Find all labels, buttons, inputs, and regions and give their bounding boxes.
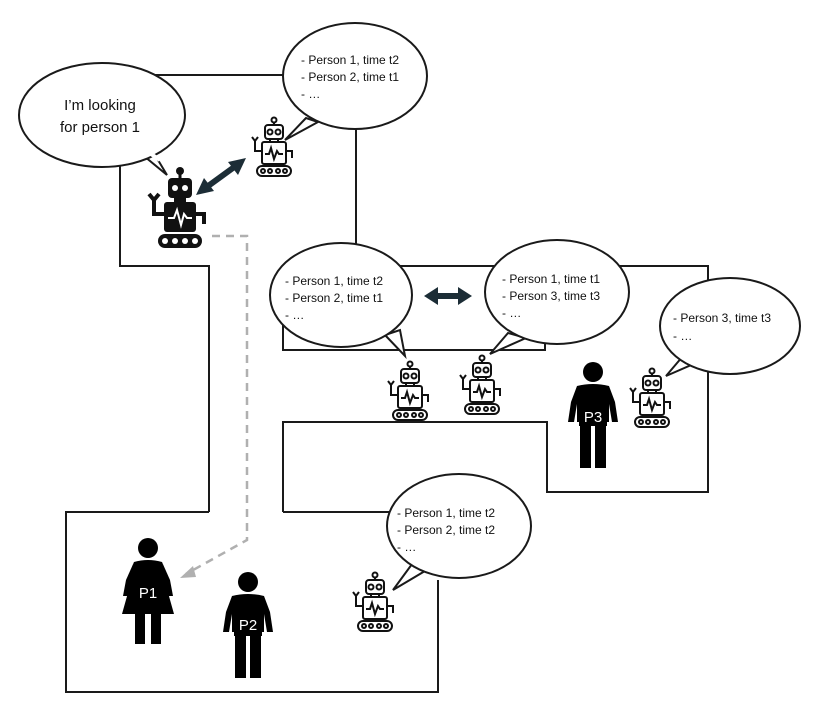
memory-entry: - Person 2, time t1 <box>301 70 399 84</box>
robot-outline-icon <box>459 354 501 415</box>
memory-entry: - Person 3, time t3 <box>502 289 600 303</box>
person-p1: P1 <box>122 538 174 644</box>
person-p2: P2 <box>223 572 273 678</box>
double-arrow-icon <box>424 287 472 305</box>
person-p3: P3 <box>568 362 618 468</box>
robot-icon <box>147 165 206 250</box>
person-label: P2 <box>239 617 257 634</box>
dashed-arrow-icon <box>180 234 249 578</box>
memory-entry: - Person 1, time t2 <box>301 53 399 67</box>
robot-outline-icon <box>352 571 394 632</box>
memory-bubble-right-robot: - Person 3, time t3 - … <box>659 277 801 377</box>
person-label: P3 <box>584 409 602 426</box>
memory-entry: - … <box>301 87 320 101</box>
query-speech-bubble: I’m looking for person 1 <box>18 62 186 176</box>
memory-bubble-bottom-robot: - Person 1, time t2 - Person 2, time t2 … <box>386 473 532 591</box>
double-arrow-icon <box>196 158 246 195</box>
memory-entry: - Person 3, time t3 <box>673 311 771 325</box>
memory-bubble-top-robot: - Person 1, time t2 - Person 2, time t1 … <box>282 22 428 141</box>
memory-entry: - … <box>397 540 416 554</box>
memory-entry: - … <box>285 308 304 322</box>
memory-entry: - Person 2, time t2 <box>397 523 495 537</box>
robot-outline-icon <box>251 116 293 177</box>
robot-outline-icon <box>387 360 429 421</box>
memory-entry: - … <box>673 329 692 343</box>
memory-entry: - Person 1, time t2 <box>285 274 383 288</box>
memory-entry: - Person 1, time t2 <box>397 506 495 520</box>
robot-outline-icon <box>629 367 671 428</box>
wall-bottom-room <box>65 511 439 693</box>
memory-bubble-middle-right-robot: - Person 1, time t1 - Person 3, time t3 … <box>484 239 630 355</box>
memory-entry: - Person 2, time t1 <box>285 291 383 305</box>
query-line-2: for person 1 <box>60 119 140 136</box>
memory-entry: - … <box>502 306 521 320</box>
query-line-1: I’m looking <box>64 97 136 114</box>
person-label: P1 <box>139 585 157 602</box>
memory-bubble-middle-left-robot: - Person 1, time t2 - Person 2, time t1 … <box>269 242 413 360</box>
wall-top-left <box>119 75 210 512</box>
memory-entry: - Person 1, time t1 <box>502 272 600 286</box>
wall-corridor-right <box>282 244 709 512</box>
